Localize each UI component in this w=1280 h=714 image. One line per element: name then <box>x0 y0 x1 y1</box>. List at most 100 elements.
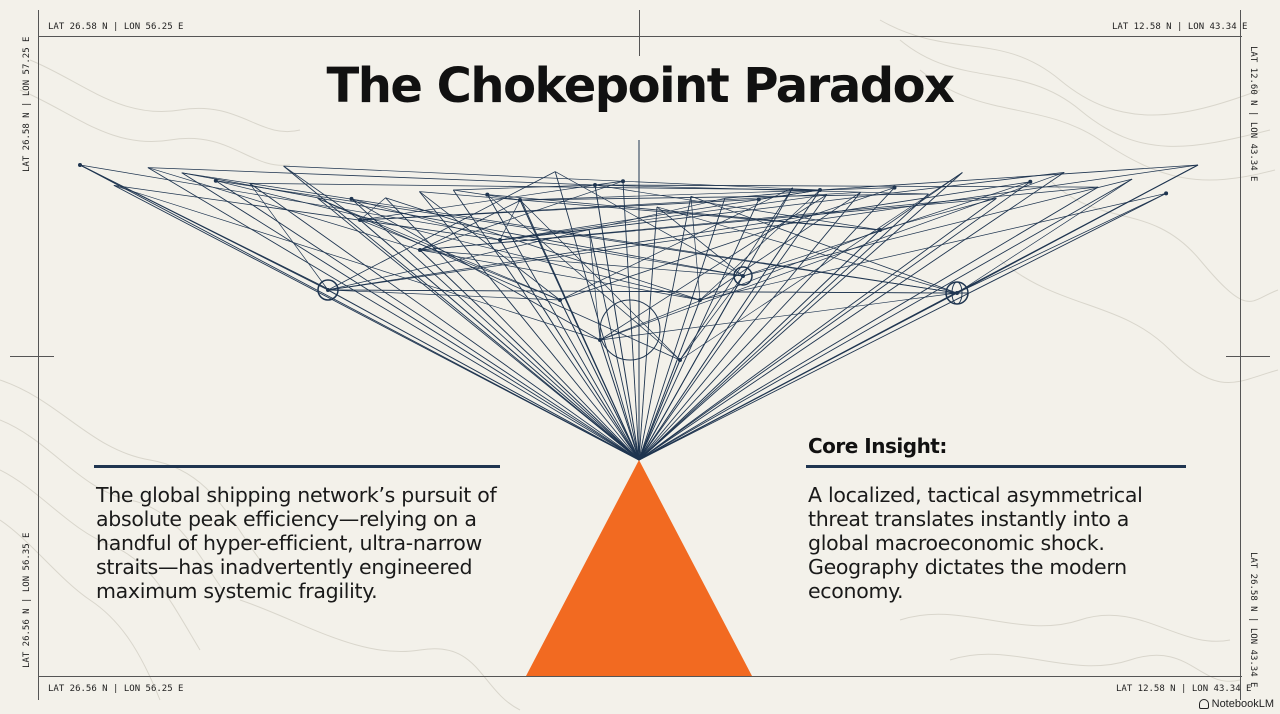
network-node-2 <box>593 183 597 187</box>
network-node-12 <box>878 228 882 232</box>
network-line-87 <box>679 172 963 361</box>
network-line-61 <box>521 199 881 231</box>
network-node-15 <box>213 178 218 183</box>
network-line-9 <box>385 197 640 461</box>
network-node-22 <box>1164 191 1169 196</box>
network-lines <box>79 164 1199 461</box>
core-insight-heading: Core Insight: <box>808 434 947 458</box>
network-line-39 <box>147 167 421 251</box>
network-line-130 <box>79 164 331 291</box>
hub-icon-left <box>317 279 339 301</box>
network-line-41 <box>181 172 958 294</box>
network-line-47 <box>283 165 821 191</box>
network-line-86 <box>879 172 963 231</box>
hub-icon-center <box>733 266 753 286</box>
network-node-16 <box>349 196 354 201</box>
network-node-19 <box>756 197 761 202</box>
network-line-20 <box>638 199 760 461</box>
network-line-32 <box>638 192 1167 461</box>
network-node-11 <box>518 198 522 202</box>
network-node-21 <box>1028 179 1033 184</box>
network-line-112 <box>638 189 821 461</box>
network-line-31 <box>638 178 1133 461</box>
network-line-113 <box>699 189 821 301</box>
network-line-108 <box>638 275 744 461</box>
network-line-45 <box>249 183 329 291</box>
network-line-92 <box>499 172 1065 241</box>
coord-top-left: LAT 26.58 N | LON 56.25 E <box>48 22 184 32</box>
coord-top-right: LAT 12.58 N | LON 43.34 E <box>1112 22 1248 32</box>
network-line-76 <box>679 187 794 361</box>
network-line-28 <box>638 181 1031 461</box>
brand-label: NotebookLM <box>1211 698 1274 710</box>
network-line-70 <box>690 195 958 294</box>
network-line-63 <box>555 171 744 277</box>
network-line-96 <box>742 178 1133 277</box>
network-line-110 <box>638 292 958 461</box>
network-line-118 <box>599 339 640 461</box>
network-line-125 <box>499 199 521 241</box>
frame-top-line <box>38 36 1242 37</box>
network-line-95 <box>419 186 1099 251</box>
network-line-2 <box>147 167 640 461</box>
network-line-60 <box>419 199 522 251</box>
network-line-38 <box>147 167 596 186</box>
network-node-6 <box>358 218 362 222</box>
network-line-65 <box>588 229 601 341</box>
network-line-22 <box>638 194 828 461</box>
network-line-93 <box>599 172 1065 341</box>
network-line-101 <box>327 164 1199 291</box>
network-line-59 <box>487 194 681 361</box>
frame-right-tick <box>1226 356 1270 357</box>
network-line-117 <box>519 199 681 361</box>
notebooklm-logo-icon <box>1198 699 1209 709</box>
network-line-35 <box>79 164 744 277</box>
network-line-49 <box>317 197 561 301</box>
network-line-69 <box>656 206 958 294</box>
network-line-107 <box>359 184 596 221</box>
network-node-1 <box>498 238 502 242</box>
network-line-58 <box>487 194 881 231</box>
network-line-14 <box>554 171 640 461</box>
network-line-8 <box>351 198 640 461</box>
network-line-73 <box>327 197 725 291</box>
network-line-79 <box>499 194 827 241</box>
network-line-129 <box>419 249 744 277</box>
network-line-127 <box>594 184 881 231</box>
network-line-100 <box>819 164 1199 191</box>
network-line-67 <box>419 180 624 251</box>
network-line-1 <box>113 185 640 461</box>
page-title: The Chokepoint Paradox <box>326 58 956 114</box>
chokepoint-ring <box>599 299 661 361</box>
network-line-44 <box>249 182 821 191</box>
network-node-17 <box>485 192 490 197</box>
network-line-7 <box>317 197 640 461</box>
network-line-114 <box>359 219 640 461</box>
network-line-124 <box>519 199 640 461</box>
network-node-7 <box>678 358 682 362</box>
brand-badge: NotebookLM <box>1198 698 1274 710</box>
network-line-111 <box>599 292 958 341</box>
network-line-11 <box>452 189 640 461</box>
network-line-54 <box>419 191 561 301</box>
network-line-99 <box>699 193 1167 301</box>
network-line-97 <box>956 178 1133 294</box>
frame-center-tick-top <box>639 10 640 56</box>
network-line-10 <box>419 191 640 461</box>
network-line-105 <box>499 189 821 241</box>
network-line-90 <box>327 181 1031 291</box>
network-line-36 <box>113 185 501 241</box>
network-line-109 <box>679 275 744 361</box>
network-line-26 <box>638 172 963 461</box>
network-line-131 <box>956 164 1199 294</box>
network-line-50 <box>351 198 601 341</box>
network-node-9 <box>698 298 702 302</box>
network-line-25 <box>638 193 929 461</box>
network-line-132 <box>329 289 958 294</box>
network-line-5 <box>249 182 640 461</box>
coord-bottom-left: LAT 26.56 N | LON 56.25 E <box>48 684 184 694</box>
network-line-68 <box>656 206 744 277</box>
network-node-18 <box>621 179 625 184</box>
